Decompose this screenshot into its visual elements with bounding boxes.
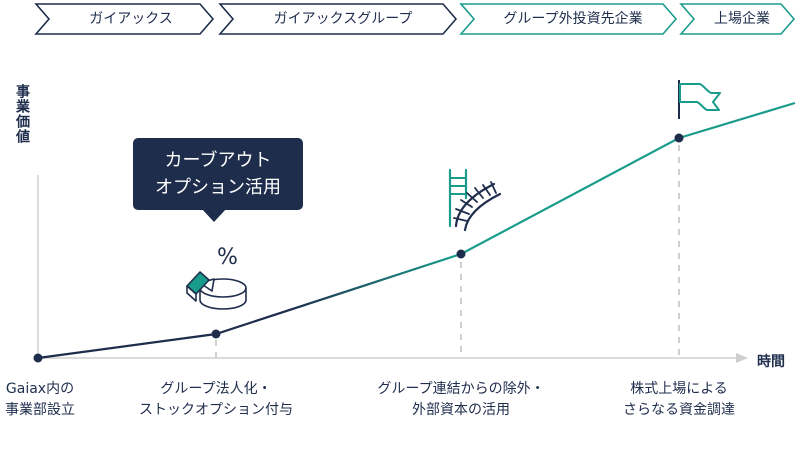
callout-tail [201, 208, 227, 222]
milestone-point-2 [211, 329, 221, 339]
y-axis-label: 事業価値 [14, 84, 30, 144]
stage-chevrons [34, 3, 796, 35]
stage-chevron-gaiax [34, 3, 215, 35]
railway-track-icon [448, 168, 502, 232]
callout-bubble: カーブアウト オプション活用 [133, 138, 303, 210]
x-axis-arrow [736, 353, 748, 363]
milestone-label-4: 株式上場による さらなる資金調達 [623, 381, 735, 418]
stage-chevron-investee [459, 3, 678, 35]
milestone-label-1: Gaiax内の 事業部設立 [5, 381, 75, 418]
milestone-point-3 [456, 249, 466, 259]
milestone-label-2: グループ法人化・ ストックオプション付与 [139, 381, 293, 418]
stage-label-gaiax: ガイアックス [89, 11, 173, 27]
percent-icon: % [217, 245, 238, 270]
stage-label-listed: 上場企業 [714, 11, 770, 27]
stage-label-investee: グループ外投資先企業 [503, 11, 643, 27]
milestone-point-1 [33, 353, 43, 363]
milestone-guides [215, 145, 680, 358]
x-axis-label: 時間 [757, 354, 785, 370]
milestone-point-4 [674, 133, 684, 143]
milestone-label-3: グループ連結からの除外・ 外部資本の活用 [377, 381, 545, 418]
stage-chevron-gaiax-group [218, 3, 458, 35]
stage-label-gaiax-group: ガイアックスグループ [273, 11, 413, 27]
stage-chevron-listed [679, 3, 796, 35]
flag-icon [678, 80, 721, 119]
pie-chart-icon [186, 271, 247, 310]
